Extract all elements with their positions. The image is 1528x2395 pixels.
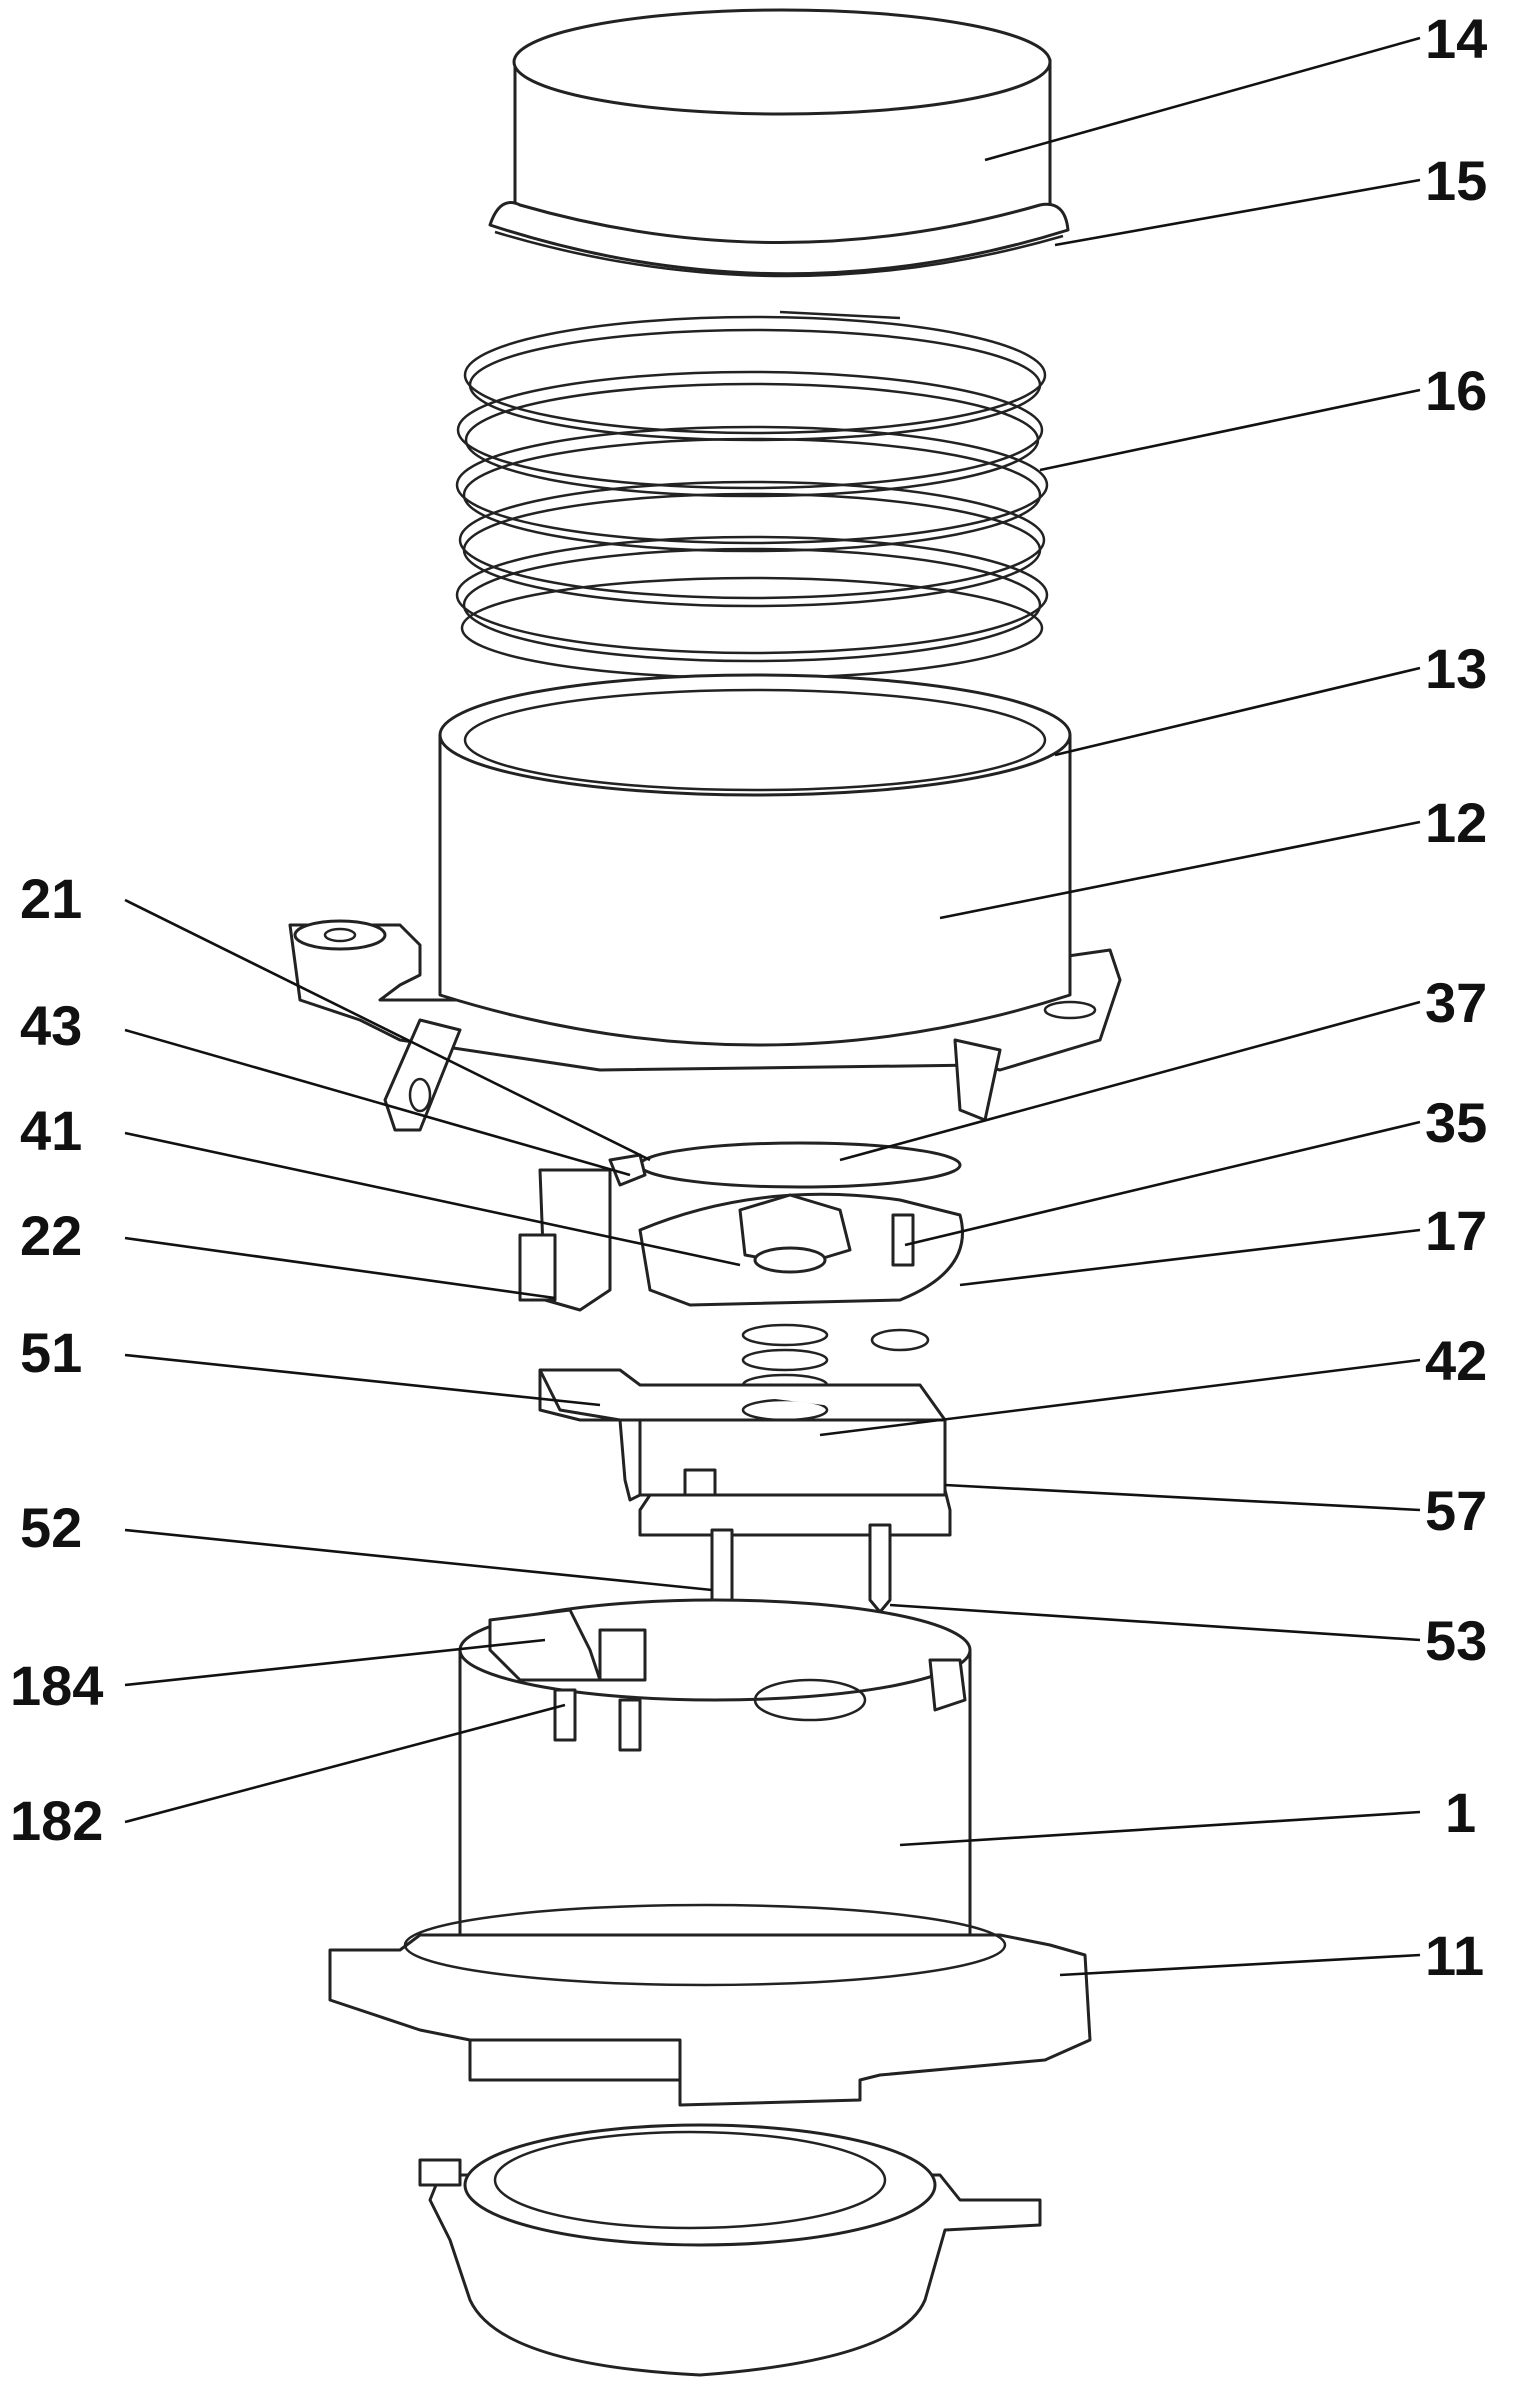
leader-13 <box>1054 666 1421 757</box>
leader-51 <box>124 1353 601 1407</box>
label-53: 53 <box>1425 1609 1487 1672</box>
part-11-base-ring <box>328 1903 1092 2107</box>
label-22: 22 <box>20 1204 82 1267</box>
terminals <box>710 1523 892 1614</box>
label-43: 43 <box>20 994 82 1057</box>
leader-42 <box>819 1358 1421 1437</box>
label-1: 1 <box>1445 1781 1476 1844</box>
leader-lines <box>124 36 1421 1977</box>
leader-41 <box>124 1131 741 1267</box>
leader-43 <box>124 1028 631 1177</box>
label-184: 184 <box>10 1654 103 1717</box>
part-15-flange-ring <box>488 201 1070 278</box>
part-16-coil-spring <box>455 310 1049 680</box>
leader-11 <box>1059 1953 1421 1977</box>
leader-184 <box>124 1638 546 1687</box>
leader-182 <box>124 1703 566 1824</box>
label-35: 35 <box>1425 1091 1487 1154</box>
label-17: 17 <box>1425 1199 1487 1262</box>
label-41: 41 <box>20 1099 82 1162</box>
leader-1 <box>899 1810 1421 1847</box>
leader-12 <box>939 820 1421 920</box>
label-182: 182 <box>10 1789 103 1852</box>
label-15: 15 <box>1425 149 1487 212</box>
label-14: 14 <box>1425 7 1487 70</box>
leader-53 <box>889 1603 1421 1642</box>
part-1-housing <box>458 1598 972 1982</box>
label-21: 21 <box>20 867 82 930</box>
leader-14 <box>984 36 1421 162</box>
leader-16 <box>1039 388 1421 472</box>
label-51: 51 <box>20 1321 82 1384</box>
leader-15 <box>1054 178 1421 247</box>
bottom-cover <box>418 2123 1042 2377</box>
label-37: 37 <box>1425 971 1487 1034</box>
leader-22 <box>124 1236 556 1300</box>
part-14-cap <box>512 8 1052 252</box>
leader-57 <box>944 1483 1421 1512</box>
reference-numerals: 14 15 16 13 12 21 37 43 35 41 17 22 51 4… <box>10 7 1487 1987</box>
leader-52 <box>124 1528 713 1592</box>
part-12-cup <box>288 673 1122 1132</box>
leader-21 <box>124 898 651 1162</box>
thermostat-mechanism <box>518 1141 964 1537</box>
label-16: 16 <box>1425 359 1487 422</box>
label-52: 52 <box>20 1496 82 1559</box>
leader-37 <box>839 1000 1421 1162</box>
label-13: 13 <box>1425 637 1487 700</box>
label-57: 57 <box>1425 1479 1487 1542</box>
label-11: 11 <box>1425 1924 1484 1987</box>
leader-35 <box>904 1120 1421 1247</box>
label-42: 42 <box>1425 1329 1487 1392</box>
label-12: 12 <box>1425 791 1487 854</box>
leader-17 <box>959 1228 1421 1287</box>
